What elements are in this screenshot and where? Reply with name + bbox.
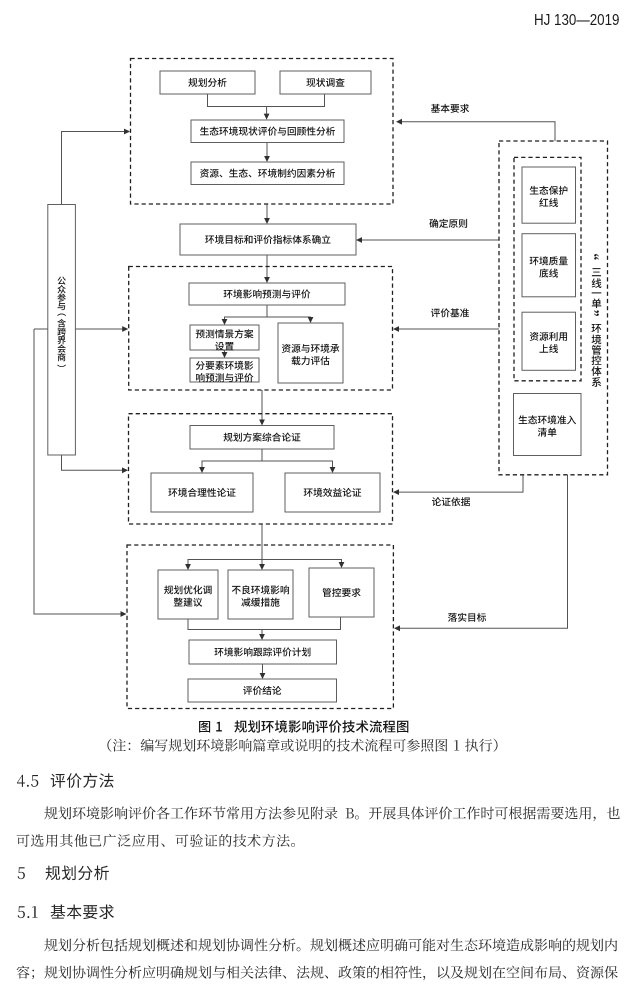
svg-text:HJ 130—2019: HJ 130—2019: [534, 12, 620, 29]
